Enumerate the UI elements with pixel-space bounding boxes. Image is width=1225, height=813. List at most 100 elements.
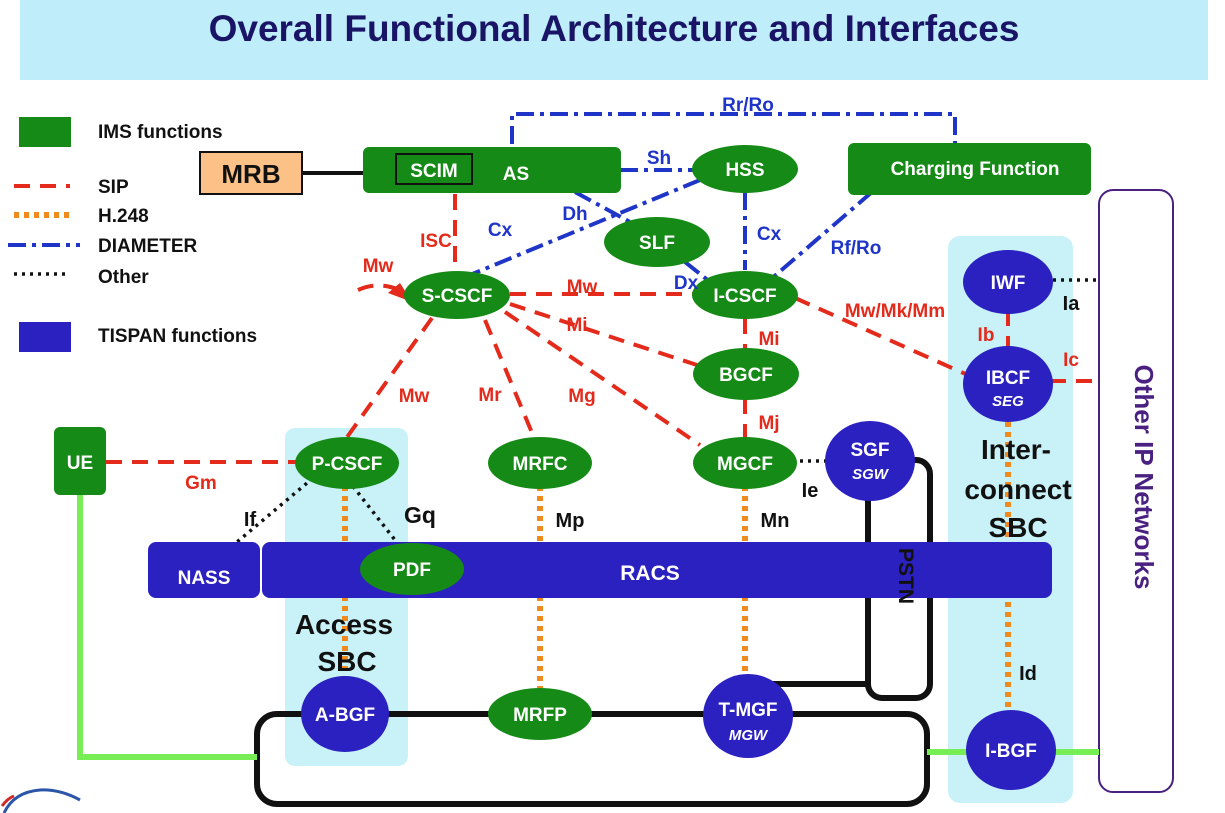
i-cscf-node xyxy=(692,271,798,319)
mj-label: Mj xyxy=(758,413,779,434)
charging-function-label: Charging Function xyxy=(891,159,1060,180)
other-ip-networks-label: Other IP Networks xyxy=(1129,365,1159,590)
pdf-node xyxy=(360,543,464,595)
ue-box xyxy=(54,427,106,495)
legend-tispan-swatch xyxy=(19,322,71,352)
ibcf-label: IBCF xyxy=(986,368,1030,389)
s-cscf-label: S-CSCF xyxy=(422,286,493,307)
dh-label: Dh xyxy=(562,204,587,225)
mgw-label: MGW xyxy=(729,727,769,744)
header-bar xyxy=(20,0,1208,80)
mw-scscf-pcscf xyxy=(343,316,434,442)
nass-box xyxy=(148,542,260,598)
scim-label: SCIM xyxy=(410,161,458,182)
p-cscf-label: P-CSCF xyxy=(312,454,383,475)
mrb-box xyxy=(199,151,303,195)
racs-band xyxy=(262,542,1052,598)
iwf-label: IWF xyxy=(991,273,1026,294)
seg-label: SEG xyxy=(992,393,1024,410)
bgcf-label: BGCF xyxy=(719,365,773,386)
page-title: Overall Functional Architecture and Inte… xyxy=(209,8,1020,49)
mi-label-scscf: Mi xyxy=(566,315,587,336)
bgcf-node xyxy=(693,348,799,400)
ue-access-line xyxy=(77,495,257,760)
hss-label: HSS xyxy=(725,160,764,181)
if-interface xyxy=(235,476,315,544)
access-sbc-label-line1: Access xyxy=(295,609,393,640)
mr-interface xyxy=(483,319,537,441)
ic-label: Ic xyxy=(1063,350,1079,371)
mrfc-label: MRFC xyxy=(513,454,568,475)
mi-label-icscf: Mi xyxy=(758,329,779,350)
mg-interface xyxy=(503,310,702,447)
corner-logo-icon xyxy=(2,788,81,813)
mi-scscf-bgcf xyxy=(509,302,698,367)
rr-ro-interface xyxy=(510,112,957,144)
rf-ro-label: Rf/Ro xyxy=(831,238,882,259)
slf-node xyxy=(604,217,710,267)
pdf-label: PDF xyxy=(393,560,431,581)
i-bgf-label: I-BGF xyxy=(985,741,1037,762)
s-cscf-node xyxy=(404,271,510,319)
mw-label-scscf-icscf: Mw xyxy=(567,277,598,298)
p-cscf-node xyxy=(295,437,399,489)
legend: IMS functions SIP H.248 DIAMETER Other T… xyxy=(8,117,257,352)
rf-ro-interface xyxy=(768,190,874,282)
mp-label: Mp xyxy=(556,510,585,532)
legend-ims-label: IMS functions xyxy=(98,122,223,143)
corner-logo-accent-icon xyxy=(0,794,15,807)
mw-label-pcscf: Mw xyxy=(399,386,430,407)
pstn-label: PSTN xyxy=(894,548,917,604)
slf-label: SLF xyxy=(639,233,675,254)
hss-node xyxy=(692,145,798,193)
iwf-node xyxy=(963,250,1053,314)
ie-label: Ie xyxy=(802,480,819,502)
t-mgf-label: T-MGF xyxy=(718,700,777,721)
i-bgf-node xyxy=(966,710,1056,790)
mg-label: Mg xyxy=(568,386,595,407)
a-bgf-node xyxy=(301,676,389,752)
sgw-label: SGW xyxy=(852,466,890,483)
cx-label-left: Cx xyxy=(488,220,513,241)
sh-label: Sh xyxy=(647,148,671,169)
legend-ims-swatch xyxy=(19,117,71,147)
mw-mk-mm-interface xyxy=(794,296,971,378)
mr-label: Mr xyxy=(478,385,502,406)
mrb-label: MRB xyxy=(221,159,280,189)
sgf-node xyxy=(825,421,915,501)
i-cscf-label: I-CSCF xyxy=(713,286,776,307)
ib-label: Ib xyxy=(978,325,995,346)
ue-label: UE xyxy=(67,453,93,474)
dh-interface xyxy=(574,190,631,224)
legend-other-label: Other xyxy=(98,267,149,288)
ia-label: Ia xyxy=(1063,293,1081,315)
legend-diameter-label: DIAMETER xyxy=(98,236,198,257)
legend-h248-label: H.248 xyxy=(98,206,149,227)
mrfp-node xyxy=(488,688,592,740)
legend-sip-label: SIP xyxy=(98,177,129,198)
mw-loop xyxy=(357,283,405,294)
scim-box xyxy=(395,153,473,185)
other-ip-networks-box xyxy=(1098,189,1174,793)
id-label: Id xyxy=(1019,663,1037,685)
ibcf-node xyxy=(963,346,1053,422)
gq-label: Gq xyxy=(404,502,436,528)
legend-tispan-label: TISPAN functions xyxy=(98,326,257,347)
interconnect-sbc-label-line1: Inter- xyxy=(981,434,1051,465)
dx-label: Dx xyxy=(674,273,699,294)
rr-ro-label: Rr/Ro xyxy=(722,95,774,116)
cx-interface-scscf xyxy=(469,178,701,277)
interconnect-sbc-label-line3: SBC xyxy=(988,512,1047,543)
charging-function-box xyxy=(848,143,1091,195)
racs-label: RACS xyxy=(620,562,680,585)
nass-label: NASS xyxy=(178,568,231,589)
cx-label-right: Cx xyxy=(757,224,782,245)
interconnect-sbc-label-line2: connect xyxy=(964,474,1071,505)
a-bgf-label: A-BGF xyxy=(315,705,375,726)
if-label: If xyxy=(244,509,257,531)
isc-label: ISC xyxy=(420,231,452,252)
access-sbc-label-line2: SBC xyxy=(317,646,376,677)
mrfc-node xyxy=(488,437,592,489)
mn-label: Mn xyxy=(761,510,790,532)
mw-mk-mm-label: Mw/Mk/Mm xyxy=(845,301,945,322)
